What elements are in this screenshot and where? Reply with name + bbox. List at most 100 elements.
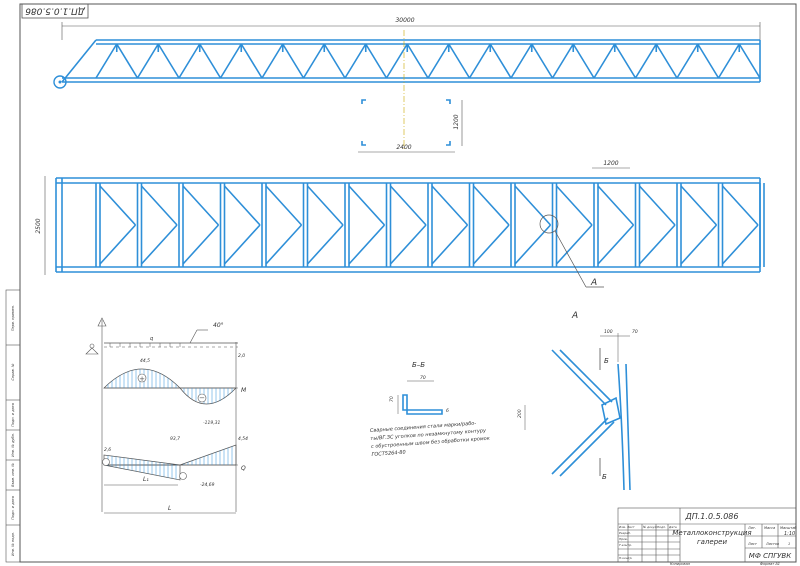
truss-elevation: 30000: [53, 17, 761, 150]
m-max: 44,5: [140, 358, 150, 364]
diagonal: [178, 43, 201, 79]
diagonal: [302, 43, 325, 79]
plan-truss-members: [55, 177, 765, 273]
plan-diagonal: [721, 185, 759, 226]
side-stamp-label: Подп. и дата: [11, 496, 15, 520]
plan-diagonal: [140, 224, 178, 265]
diagonal: [323, 43, 346, 79]
dim-total-length: 30000: [395, 17, 414, 24]
diagonal: [531, 43, 554, 79]
dim-node-w1: 100: [604, 329, 613, 335]
plan-diagonal: [140, 185, 178, 226]
node-title: А: [571, 311, 578, 321]
title-col-header: № докум.: [642, 525, 658, 529]
diagonal: [240, 43, 263, 79]
diagonal: [468, 43, 491, 79]
plan-diagonal: [182, 224, 220, 265]
diagonal: [551, 43, 574, 79]
format-label: Формат А1: [760, 562, 780, 566]
dim-node-w2: 70: [632, 329, 638, 335]
diagonal: [634, 43, 657, 79]
diagonal: [95, 43, 118, 79]
section-mark-top: Б: [604, 357, 609, 365]
section-bb-title: Б–Б: [412, 361, 425, 369]
copy-label: Копировал: [670, 562, 691, 566]
top-truss-members: [61, 39, 761, 83]
plan-diagonal: [514, 185, 552, 226]
span-L1: L₁: [143, 476, 149, 483]
side-stamp-label: Инв. № дубл.: [11, 433, 15, 457]
cross-section: [361, 99, 451, 146]
diagonal: [219, 43, 242, 79]
diagonal: [572, 43, 595, 79]
plan-diagonal: [265, 185, 303, 226]
plan-diagonal: [223, 185, 261, 226]
diagonal: [427, 43, 450, 79]
title-row-label: Разраб.: [619, 531, 631, 535]
diagonal: [116, 43, 139, 79]
plan-diagonal: [431, 224, 469, 265]
q-left: 2,6: [104, 447, 111, 453]
q-bot: -24,69: [200, 482, 215, 488]
diagonal: [261, 43, 284, 79]
plan-diagonal: [306, 224, 344, 265]
truss-plan: 2500 1200 А: [35, 160, 765, 288]
title-row-label: Изм. Лист: [619, 525, 635, 529]
load-dim: 2,0: [238, 353, 245, 359]
plan-diagonal: [472, 185, 510, 226]
axis-Q: Q: [241, 465, 246, 472]
detail-callout-circle: [539, 214, 559, 234]
diagonal: [406, 43, 429, 79]
dim-panel-length: 1200: [603, 160, 618, 167]
diagonal: [157, 43, 180, 79]
title-code: ДП.1.0.5.086: [685, 512, 739, 521]
side-stamp-label: Взам. инв. №: [11, 463, 15, 487]
diagonal: [344, 43, 367, 79]
title-col-header: Подп.: [657, 525, 666, 529]
plan-diagonal: [389, 185, 427, 226]
side-stamp: [5, 289, 21, 563]
diagonal: [614, 43, 637, 79]
plan-diagonal: [680, 224, 718, 265]
load-q-label: q: [150, 336, 153, 342]
dim-node-h: 200: [517, 409, 523, 418]
diagonal: [510, 43, 533, 79]
plan-diagonal: [514, 224, 552, 265]
dim-section-height: 1200: [453, 114, 460, 129]
plan-diagonal: [472, 224, 510, 265]
sheets-value: 1: [788, 542, 790, 546]
note-line-4: ГОСТ5264-80: [371, 450, 406, 458]
stamp-code: ДП.1.0.5.086: [25, 6, 86, 16]
plan-diagonal: [597, 224, 635, 265]
dim-angle-b: 70: [389, 396, 395, 402]
sheets-label: Листов: [765, 542, 779, 546]
diagonal: [199, 43, 222, 79]
end-post: [61, 39, 97, 83]
side-stamp-label: Инв. № подл.: [11, 532, 15, 556]
plan-diagonal: [638, 224, 676, 265]
callout-label: А: [590, 278, 597, 288]
title-row-label: Пров.: [619, 537, 628, 541]
m-min: -119,31: [203, 420, 221, 426]
plan-diagonal: [597, 185, 635, 226]
sheet-frame: [19, 3, 797, 563]
svg-text:−: −: [199, 394, 205, 402]
section-dims: [358, 100, 463, 153]
title-row-label: Т.контр.: [619, 543, 632, 547]
diagonal: [136, 43, 159, 79]
title-name-2: галереи: [697, 538, 727, 546]
diagonal: [593, 43, 616, 79]
diagonal: [655, 43, 678, 79]
plan-diagonal: [680, 185, 718, 226]
plan-diagonal: [223, 224, 261, 265]
section-bb: Б–Б 70 70 6: [389, 361, 449, 415]
axis-M: M: [241, 387, 247, 394]
diagonal: [365, 43, 388, 79]
dim-plan-width: 2500: [35, 218, 42, 233]
side-stamp-label: Подп. и дата: [11, 403, 15, 427]
title-block: [617, 507, 797, 563]
side-stamp-label: Справ. №: [11, 363, 15, 380]
scale-value: 1:10: [784, 531, 795, 537]
dim-angle-a: 70: [420, 375, 426, 381]
dim-angle-c: 6: [446, 408, 449, 414]
